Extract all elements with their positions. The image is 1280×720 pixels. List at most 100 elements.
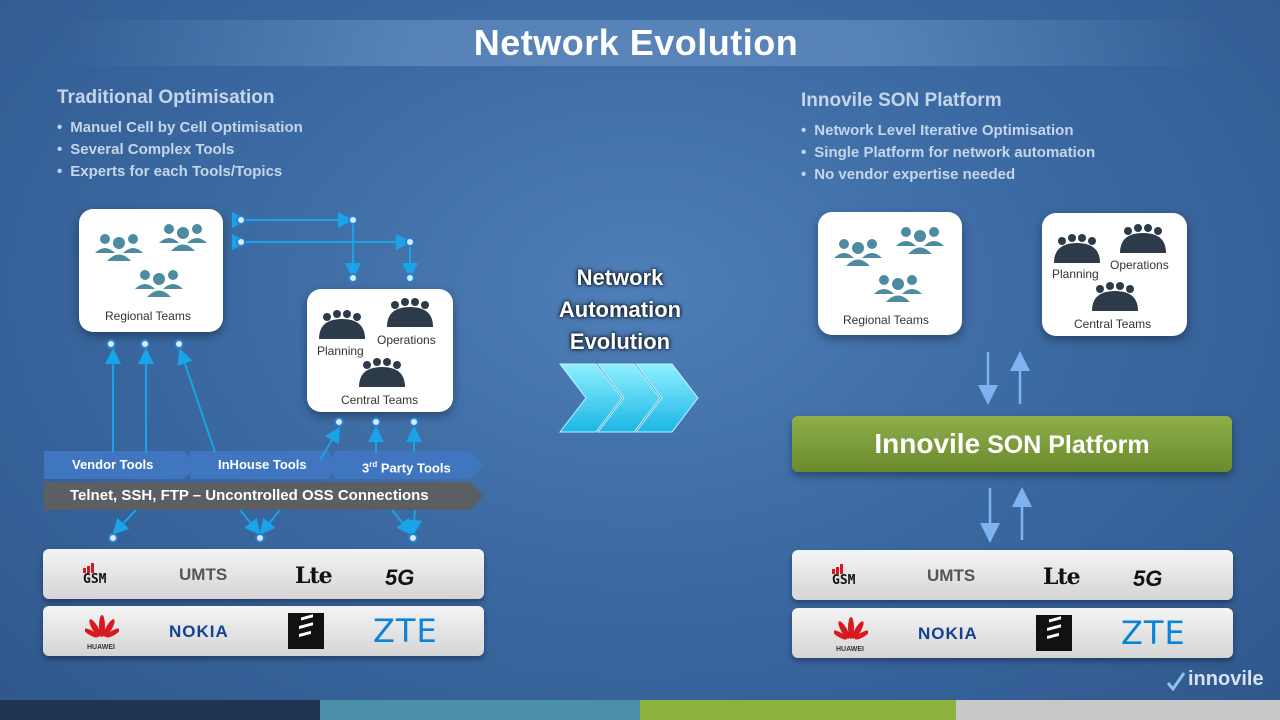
right-heading: Innovile SON Platform: [801, 90, 1002, 111]
footer-stripe: [956, 700, 1280, 720]
platform-suffix: SON Platform: [980, 431, 1150, 459]
vendor-tools-tab: Vendor Tools: [44, 451, 198, 479]
center-line: Automation: [558, 297, 682, 322]
right-bullets: Network Level Iterative Optimisation Sin…: [801, 120, 1095, 186]
ericsson-logo: [1036, 615, 1072, 651]
connector-dot: [174, 339, 184, 349]
connector-dot: [236, 215, 246, 225]
lte-logo: Lte: [1043, 564, 1081, 590]
connector-dot: [108, 533, 118, 543]
gsm-icon: [832, 564, 843, 574]
connector-arrow: [391, 509, 413, 536]
planning-label: Planning: [1052, 267, 1099, 281]
connector-dot: [334, 417, 344, 427]
inhouse-tools-label: InHouse Tools: [218, 457, 307, 472]
meeting-icon: [319, 310, 365, 339]
umts-label: UMTS: [927, 566, 976, 585]
footer-stripe: [320, 700, 640, 720]
huawei-label: HUAWEI: [87, 644, 115, 651]
connector-dot: [408, 533, 418, 543]
umts-label: UMTS: [179, 565, 228, 584]
team-icon: [896, 227, 944, 254]
meeting-icon: [359, 358, 405, 387]
nokia-logo: NOKIA: [169, 622, 229, 641]
technology-row-right: GSM UMTS Lte 5G: [792, 550, 1233, 600]
meeting-icon: [387, 298, 433, 327]
regional-teams-card: Regional Teams: [79, 209, 223, 332]
operations-label: Operations: [1110, 258, 1169, 272]
connector-arrow: [177, 348, 216, 453]
footer-stripes: [0, 700, 1280, 720]
chevron-arrows-icon: [558, 363, 699, 433]
technology-row-left: GSM UMTS Lte 5G: [43, 549, 484, 599]
meeting-icon: [1092, 282, 1138, 311]
planning-label: Planning: [317, 344, 364, 358]
center-line: Network: [576, 265, 664, 290]
operations-label: Operations: [377, 333, 436, 347]
5g-logo: 5G: [1133, 566, 1163, 591]
son-platform-bar: Innovile SON Platform: [792, 416, 1232, 472]
connector-dot: [405, 237, 415, 247]
meeting-icon: [1120, 224, 1166, 253]
third-party-prefix: 3: [362, 460, 370, 476]
connector-dot: [140, 339, 150, 349]
connector-arrow: [259, 509, 281, 536]
team-icon: [874, 275, 922, 302]
huawei-logo: HUAWEI: [83, 614, 121, 654]
5g-logo: 5G: [385, 565, 415, 590]
left-bullet: Experts for each Tools/Topics: [57, 161, 303, 183]
lte-logo: Lte: [295, 563, 333, 589]
huawei-label: HUAWEI: [836, 646, 864, 653]
connector-dot: [348, 273, 358, 283]
footer-stripe: [640, 700, 956, 720]
oss-connections-bar: Telnet, SSH, FTP – Uncontrolled OSS Conn…: [44, 482, 484, 510]
meeting-icon: [1054, 234, 1100, 263]
team-icon: [135, 270, 183, 297]
inhouse-tools-tab: InHouse Tools: [190, 451, 342, 479]
connector-arrow: [112, 509, 137, 535]
connector-dot: [409, 417, 419, 427]
left-bullet: Several Complex Tools: [57, 139, 303, 161]
ericsson-icon: [1047, 616, 1061, 640]
left-bullets: Manuel Cell by Cell Optimisation Several…: [57, 117, 303, 183]
huawei-icon: [83, 615, 121, 638]
vendor-tools-label: Vendor Tools: [72, 457, 154, 472]
huawei-icon: [832, 617, 870, 640]
connector-dot: [348, 215, 358, 225]
regional-teams-label: Regional Teams: [843, 313, 929, 327]
huawei-logo: HUAWEI: [832, 616, 870, 656]
right-bullet: No vendor expertise needed: [801, 164, 1095, 186]
left-bullet: Manuel Cell by Cell Optimisation: [57, 117, 303, 139]
ericsson-logo: [288, 613, 324, 649]
gsm-label: GSM: [832, 573, 856, 588]
connector-dot: [371, 417, 381, 427]
third-party-sup: rd: [369, 460, 378, 469]
left-heading: Traditional Optimisation: [57, 87, 275, 108]
third-party-tools-tab: 3rd Party Tools: [334, 451, 484, 479]
zte-logo: ZTE: [373, 612, 438, 650]
regional-teams-card-right: Regional Teams: [818, 212, 962, 335]
team-icon: [834, 239, 882, 266]
connector-arrow: [239, 509, 261, 536]
right-bullet: Network Level Iterative Optimisation: [801, 120, 1095, 142]
regional-teams-label: Regional Teams: [105, 309, 191, 323]
vendor-row-right: HUAWEI NOKIA ZTE: [792, 608, 1233, 658]
third-party-suffix: Party Tools: [377, 460, 451, 476]
innovile-brand: innovile: [1188, 668, 1264, 690]
title-band: [60, 20, 1220, 66]
central-teams-label: Central Teams: [1074, 317, 1152, 331]
innovile-logo-icon: [1166, 672, 1186, 691]
nokia-logo: NOKIA: [918, 624, 978, 643]
central-teams-card-right: Planning Operations Central Teams: [1042, 213, 1187, 336]
central-teams-card: Planning Operations Central Teams: [307, 289, 453, 412]
connector-dot: [236, 237, 246, 247]
team-icon: [159, 224, 207, 251]
platform-brand: Innovile: [874, 428, 981, 459]
connector-dot: [106, 339, 116, 349]
connector-arrow: [406, 509, 423, 536]
ericsson-icon: [299, 614, 313, 638]
connector-dot: [255, 533, 265, 543]
footer-stripe: [0, 700, 320, 720]
zte-logo: ZTE: [1121, 614, 1186, 652]
team-icon: [95, 234, 143, 261]
